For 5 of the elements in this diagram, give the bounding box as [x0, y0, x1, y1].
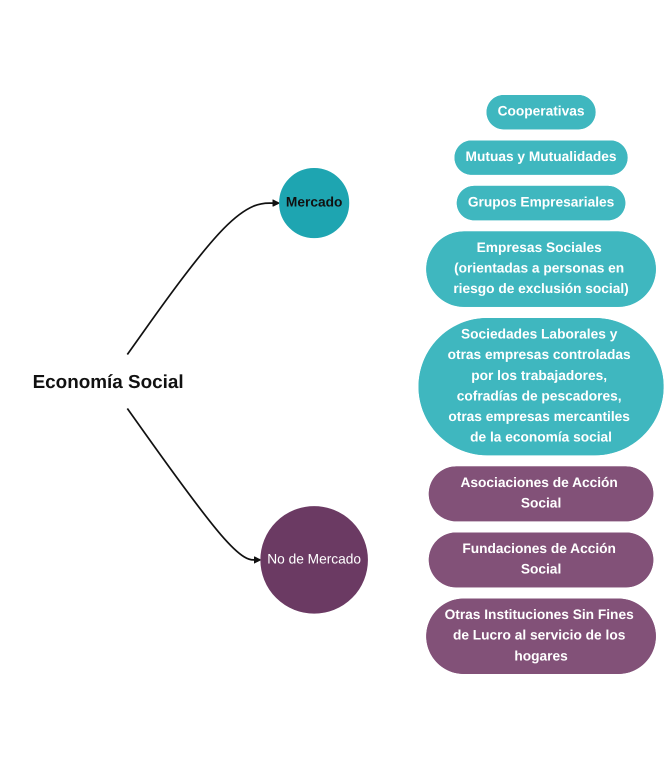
node-circle: No de Mercado [260, 506, 368, 614]
arrow [126, 199, 280, 355]
arrow [126, 408, 262, 564]
node-text: Economía Social [32, 370, 184, 392]
node-circle: Mercado [279, 168, 350, 238]
